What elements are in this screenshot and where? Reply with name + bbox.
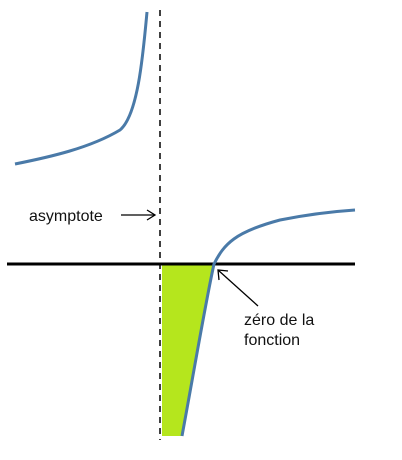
zero-label-line1: zéro de la (244, 312, 314, 329)
curve-left-branch (14, 11, 149, 166)
zero-label-line2: fonction (244, 332, 300, 349)
shaded-area (162, 264, 214, 436)
zero-arrow (217, 269, 259, 307)
curve-right-branch (180, 208, 356, 437)
asymptote-arrow (121, 209, 157, 221)
asymptote-label: asymptote (29, 208, 103, 225)
